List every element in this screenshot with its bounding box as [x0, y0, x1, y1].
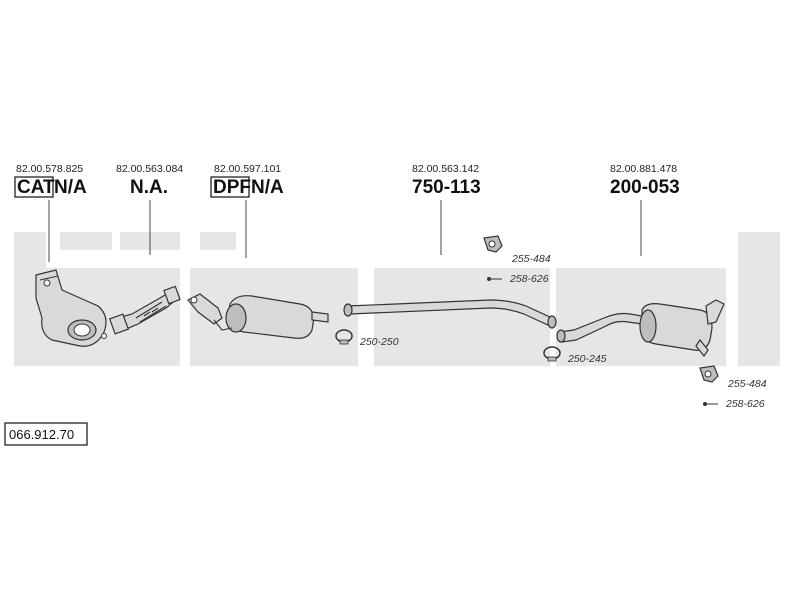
rubber-mount-icon — [483, 235, 503, 253]
leader-lines — [48, 200, 642, 262]
diagram-number-box — [4, 422, 88, 446]
part-number: N.A. — [130, 177, 168, 198]
catalytic-converter-illustration — [35, 269, 107, 347]
oe-number: 82.00.563.084 — [116, 163, 183, 175]
accessory-label: 255-484 — [511, 253, 551, 265]
accessory-label: 250-245 — [567, 353, 607, 365]
accessory-label: 258-626 — [509, 273, 549, 285]
oe-number: 82.00.563.142 — [412, 163, 479, 175]
part-prefix: CAT — [17, 177, 55, 198]
accessory-label: 255-484 — [727, 378, 767, 390]
flex-pipe-illustration — [108, 285, 181, 335]
accessory-label: 250-250 — [359, 336, 399, 348]
cat-box — [14, 176, 54, 198]
oe-number: 82.00.881.478 — [610, 163, 677, 175]
clamp-ring-icon — [543, 346, 561, 362]
bolt-icon — [703, 402, 718, 406]
accessory-label: 258-626 — [725, 398, 765, 410]
part-number: 200-053 — [610, 177, 680, 198]
clamp-ring-icon — [335, 329, 353, 345]
bolt-icon — [487, 277, 502, 281]
oe-number: 82.00.597.101 — [214, 163, 281, 175]
dpf-illustration — [187, 293, 329, 339]
oe-number: 82.00.578.825 — [16, 163, 83, 175]
rear-silencer-illustration — [556, 299, 725, 358]
diagram-number: 066.912.70 — [9, 427, 74, 442]
part-number: N/A — [54, 177, 87, 198]
middle-pipe-illustration — [343, 299, 557, 329]
rubber-mount-icon — [699, 365, 719, 383]
part-number: 750-113 — [412, 177, 481, 198]
dpf-box — [210, 176, 250, 198]
part-number: N/A — [251, 177, 284, 198]
part-prefix: DPF — [213, 177, 251, 198]
